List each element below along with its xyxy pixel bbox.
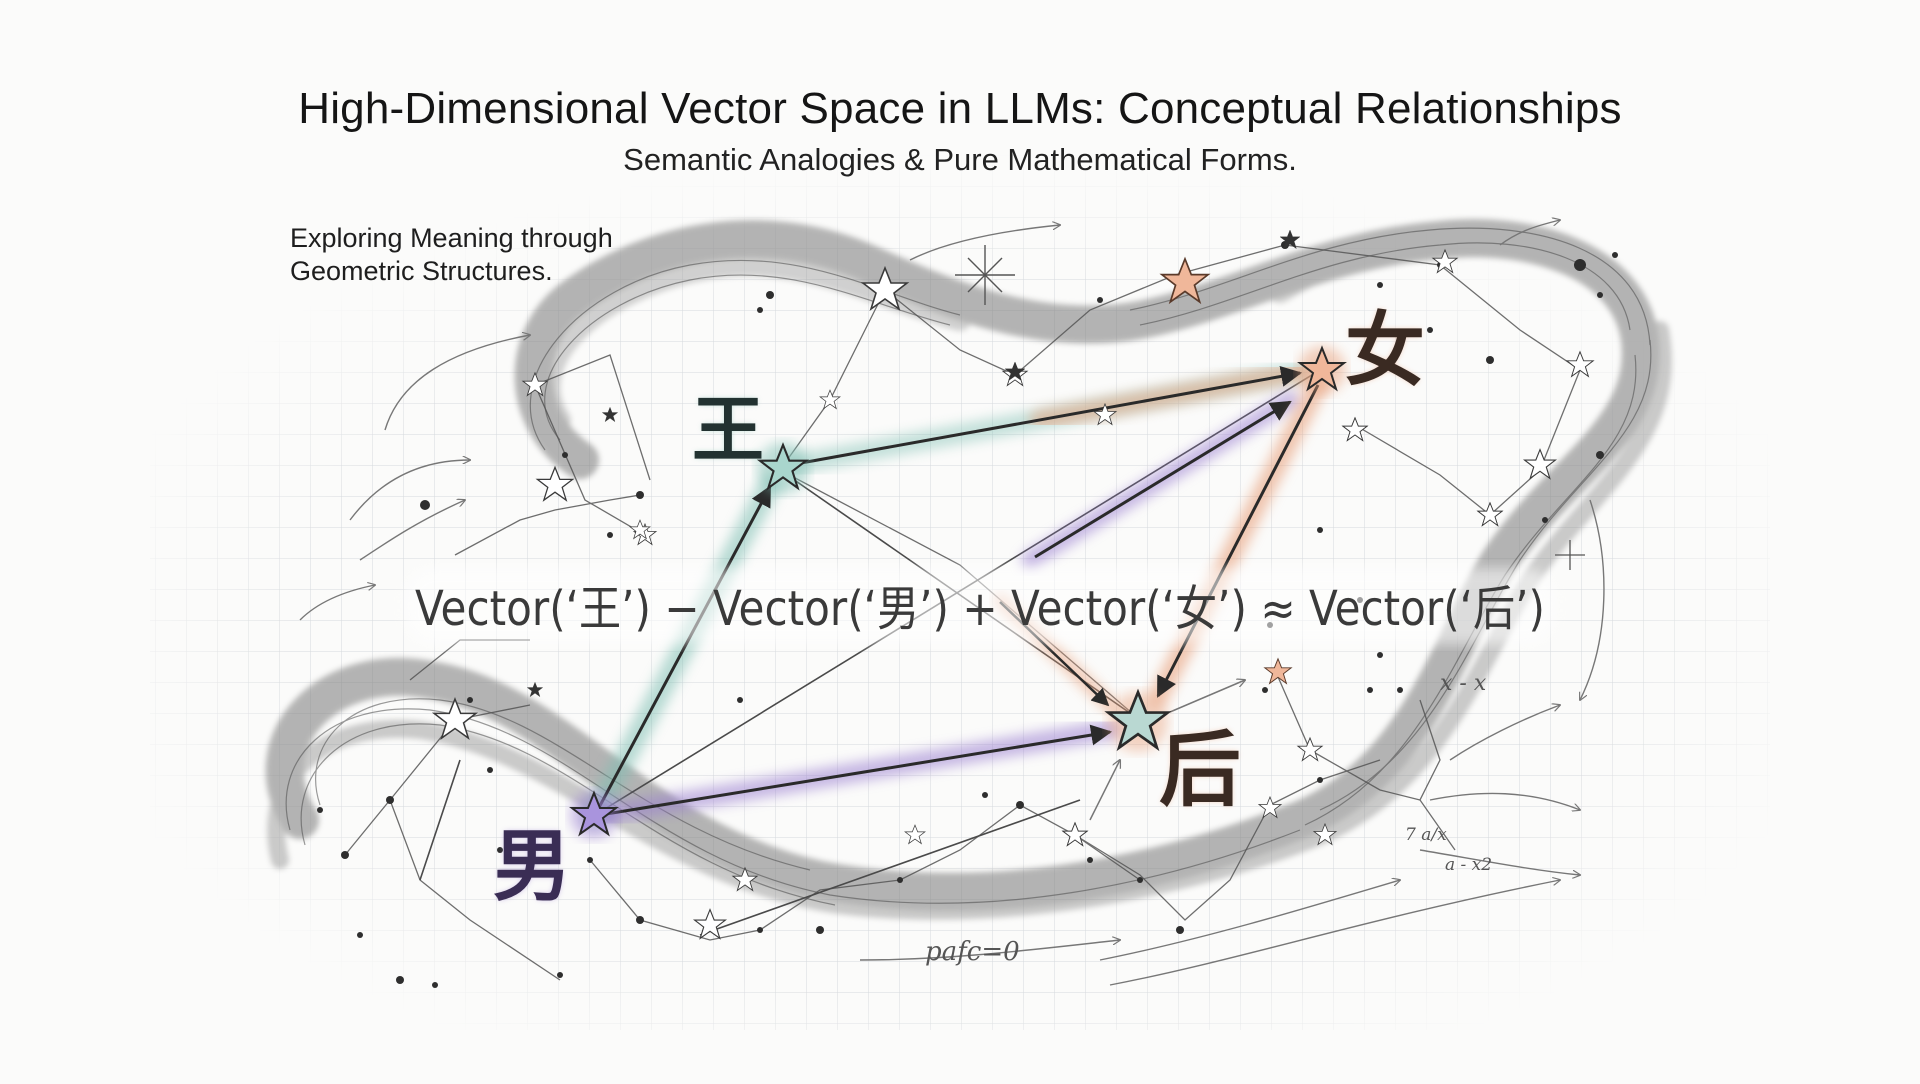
svg-text:王: 王 — [692, 388, 764, 472]
svg-text:男: 男 — [493, 822, 571, 912]
svg-text:女: 女 — [1345, 304, 1425, 397]
svg-text:女: 女 — [1345, 304, 1425, 397]
star-woman — [1297, 345, 1347, 394]
svg-text:男: 男 — [493, 822, 571, 912]
caption-line-1: Exploring Meaning through — [290, 223, 613, 253]
vector-arrow-man-to-king — [584, 474, 781, 826]
vector-arrow-man-to-queen — [590, 720, 1120, 825]
equation-halo — [405, 568, 1555, 644]
label-man: 男 男 — [493, 822, 571, 912]
scribbled-formulas: x - x 7 a/x a - x2 pafc=0 — [925, 671, 1492, 967]
nebula-strokes — [285, 227, 1652, 906]
formula-2: 7 a/x — [1405, 825, 1447, 845]
formula-4: pafc=0 — [925, 937, 1020, 967]
vector-arrow-woman-to-queen — [1148, 375, 1328, 708]
vector-arrow-king-to-woman — [780, 362, 1310, 475]
filled-stars — [526, 229, 1301, 698]
page-subtitle: Semantic Analogies & Pure Mathematical F… — [623, 142, 1297, 177]
svg-text:后: 后 — [1159, 723, 1241, 818]
label-woman: 女 女 — [1345, 304, 1425, 397]
formula-3: a - x2 — [1445, 855, 1492, 875]
svg-text:后: 后 — [1159, 723, 1241, 818]
star-queen — [1104, 688, 1172, 752]
caption-text: Exploring Meaning through Geometric Stru… — [290, 222, 710, 288]
label-queen: 后 后 — [1159, 723, 1241, 818]
background-arrows — [299, 220, 1605, 986]
vector-arrow-to-woman-purple — [1021, 391, 1299, 569]
accent-stars — [1159, 256, 1293, 685]
label-king: 王 王 — [692, 388, 764, 472]
sparkle-icon — [955, 245, 1015, 305]
svg-text:王: 王 — [692, 388, 764, 472]
star-man — [569, 790, 619, 839]
formula-1: x - x — [1440, 671, 1487, 696]
analogy-equation: Vector(‘王’) − Vector(‘男’) + Vector(‘女’) … — [415, 581, 1545, 637]
star-king — [756, 442, 810, 494]
small-arrow-to-queen — [1089, 680, 1245, 821]
page-title: High-Dimensional Vector Space in LLMs: C… — [298, 84, 1622, 133]
sparkle-icon-small — [1555, 540, 1585, 570]
caption-line-2: Geometric Structures. — [290, 256, 553, 286]
